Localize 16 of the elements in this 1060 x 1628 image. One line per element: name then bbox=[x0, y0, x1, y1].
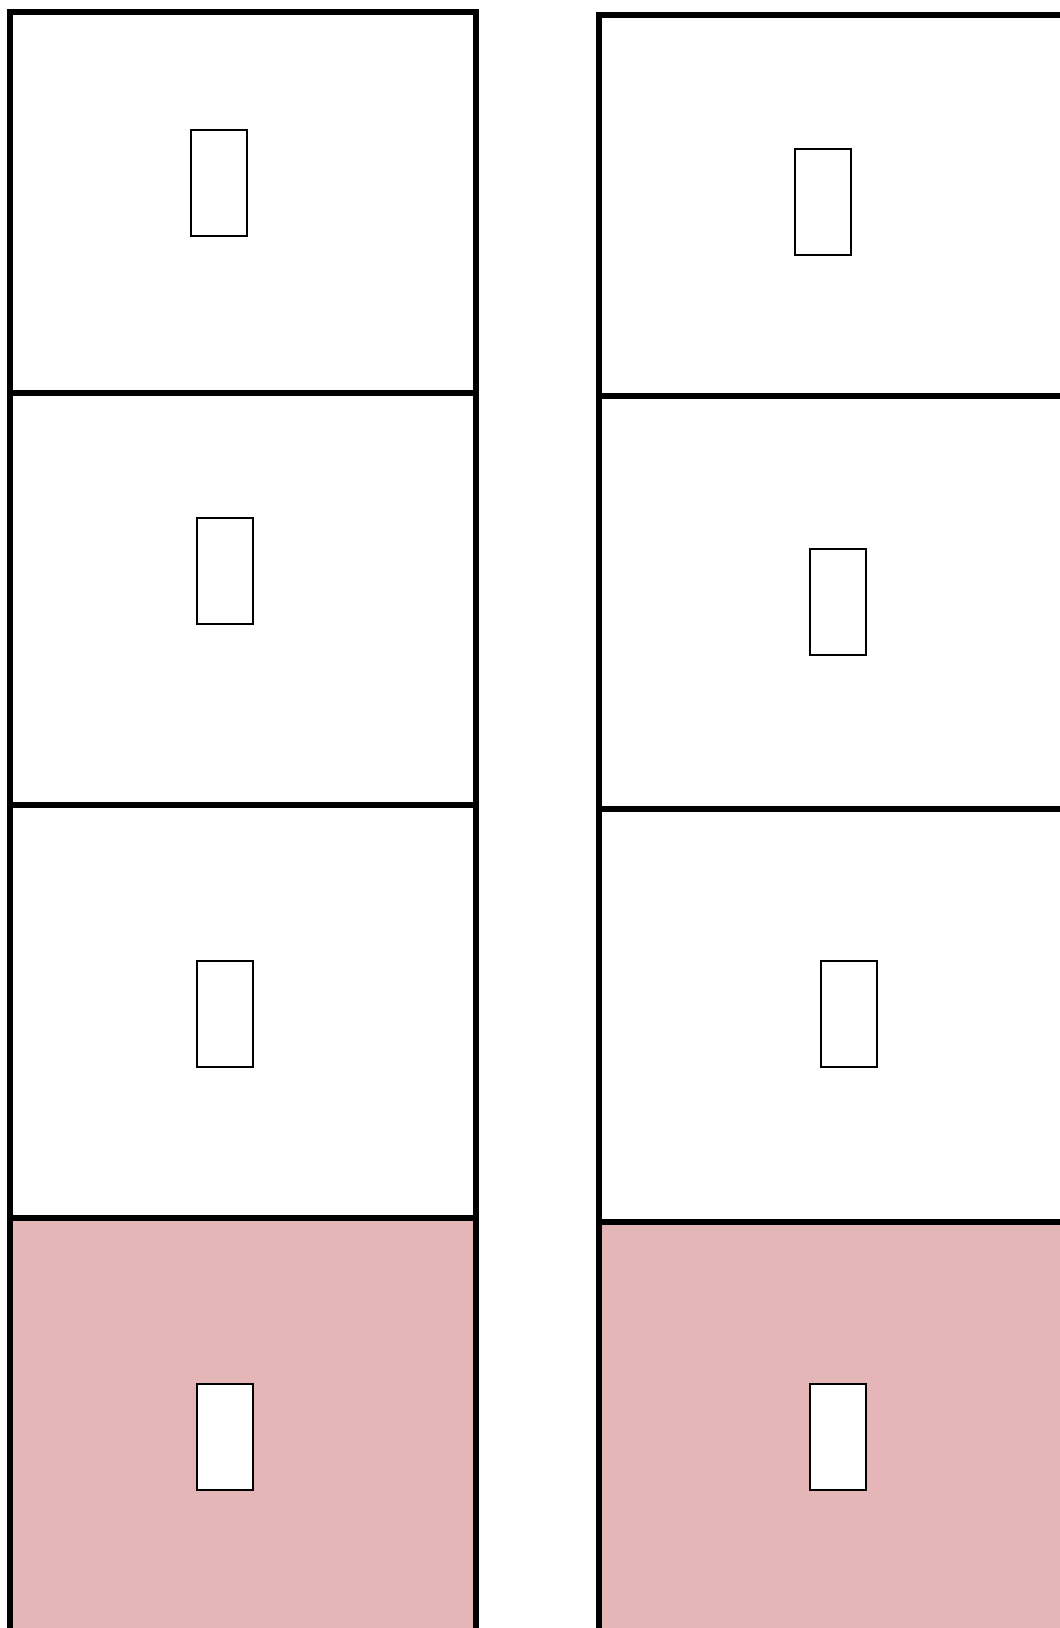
grid-cell bbox=[7, 390, 479, 802]
small-rectangle bbox=[820, 960, 878, 1068]
small-rectangle bbox=[196, 1383, 254, 1491]
grid-cell bbox=[7, 1215, 479, 1628]
small-rectangle bbox=[190, 129, 248, 237]
small-rectangle bbox=[196, 517, 254, 625]
grid-cell bbox=[596, 393, 1060, 806]
grid-cell bbox=[596, 12, 1060, 393]
grid-cell bbox=[7, 802, 479, 1215]
small-rectangle bbox=[794, 148, 852, 256]
grid-cell bbox=[7, 9, 479, 390]
small-rectangle bbox=[809, 1383, 867, 1491]
grid-cell bbox=[596, 806, 1060, 1219]
small-rectangle bbox=[809, 548, 867, 656]
grid-cell bbox=[596, 1219, 1060, 1628]
small-rectangle bbox=[196, 960, 254, 1068]
